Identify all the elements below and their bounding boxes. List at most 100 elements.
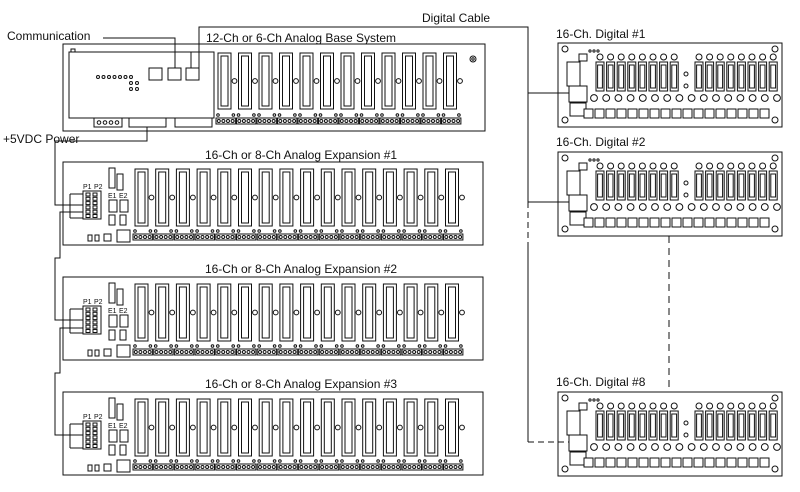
terminal-screw [333,465,338,469]
analog-module [424,398,445,457]
digital-terminal [627,217,638,228]
relay-led [670,53,678,61]
digital-terminal [693,108,704,119]
terminal-screw [159,350,164,354]
module-screw [231,194,238,201]
terminal-screw [361,235,366,239]
terminal-screw [386,235,391,239]
terminal-mark [360,459,365,463]
fuse-circle [626,443,635,451]
terminal-screw [292,235,297,239]
terminal-mark [278,229,282,233]
terminal-screw [412,235,417,239]
terminal-screw [184,350,189,354]
module-screw [252,309,258,316]
terminal-mark [257,344,262,348]
terminal-screw [407,235,412,239]
comm-port [185,67,200,81]
terminal-screw [262,235,267,239]
header-label-p2: P2 [94,184,103,191]
terminal-screw [237,350,242,354]
relay-led [759,402,767,410]
relay-inner [607,173,614,198]
terminal-screw [159,465,164,469]
terminal-mark [257,229,262,233]
digital-8-title: 16-Ch. Digital #8 [556,375,646,389]
terminal-mark [313,113,318,117]
analog-module [445,398,465,457]
status-led [129,75,133,79]
ribbon-exp2-exp3 [54,327,83,436]
digital-led [588,158,592,162]
terminal-housing [380,463,402,471]
terminal-housing [338,117,359,125]
terminal-block [215,229,236,241]
terminal-block [215,113,236,125]
terminal-screw [423,465,428,469]
terminal-housing [400,117,421,125]
module-screw [417,309,424,316]
module-screw [169,309,176,316]
module-inner [405,55,413,107]
relay-led [617,402,625,410]
header-pin [85,311,91,316]
module-inner [427,401,436,454]
relay-led [737,402,745,410]
header-pin [92,205,98,210]
terminal-screw [221,465,226,469]
relay-inner [639,413,646,438]
module-screw [272,309,279,316]
fuse-circle [773,94,781,102]
module-inner [384,55,393,107]
terminal-screw [237,235,242,239]
terminal-housing [422,463,443,471]
terminal-screw [251,465,256,469]
terminal-screw [333,119,338,123]
fuse-circle [626,203,635,211]
expansion-slot [128,117,167,128]
terminal-housing [132,348,153,356]
small-part [103,233,112,242]
digital-terminal [605,457,616,468]
terminal-screw [416,350,421,354]
terminal-mark [272,113,277,117]
fuse-circle [651,203,659,211]
digital-terminal [649,217,660,228]
mount-screw [771,225,779,233]
relay-led [617,162,625,170]
fuse-circle [663,443,672,451]
terminal-housing [318,233,340,241]
terminal-screw [230,350,235,354]
digital-terminal [759,217,770,228]
terminal-screw [267,465,272,469]
terminal-mark [443,229,448,233]
module-screw [397,309,403,316]
fuse-circle [602,203,611,211]
module-inner [406,401,415,454]
analog-module [175,283,196,342]
analog-module [445,283,465,342]
digital-terminal [638,457,649,468]
relay-inner [749,64,755,89]
fuse-circle [675,203,684,211]
relay-led [670,402,678,410]
terminal-housing [298,348,319,356]
ribbon-base-exp1 [54,127,148,206]
terminal-screw [184,235,189,239]
relay-led [617,53,625,61]
terminal-housing [215,117,236,125]
module-inner [137,401,146,454]
terminal-mark [400,113,405,117]
relay-inner [717,173,724,198]
terminal-mark [436,113,441,117]
module-inner [241,401,249,454]
terminal-housing [401,348,423,356]
terminal-mark [459,459,463,463]
terminal-screw [405,119,410,123]
fuse-circle [614,94,623,102]
digital-chip [578,162,588,171]
terminal-screw [267,119,271,123]
digital-chip [578,402,588,411]
